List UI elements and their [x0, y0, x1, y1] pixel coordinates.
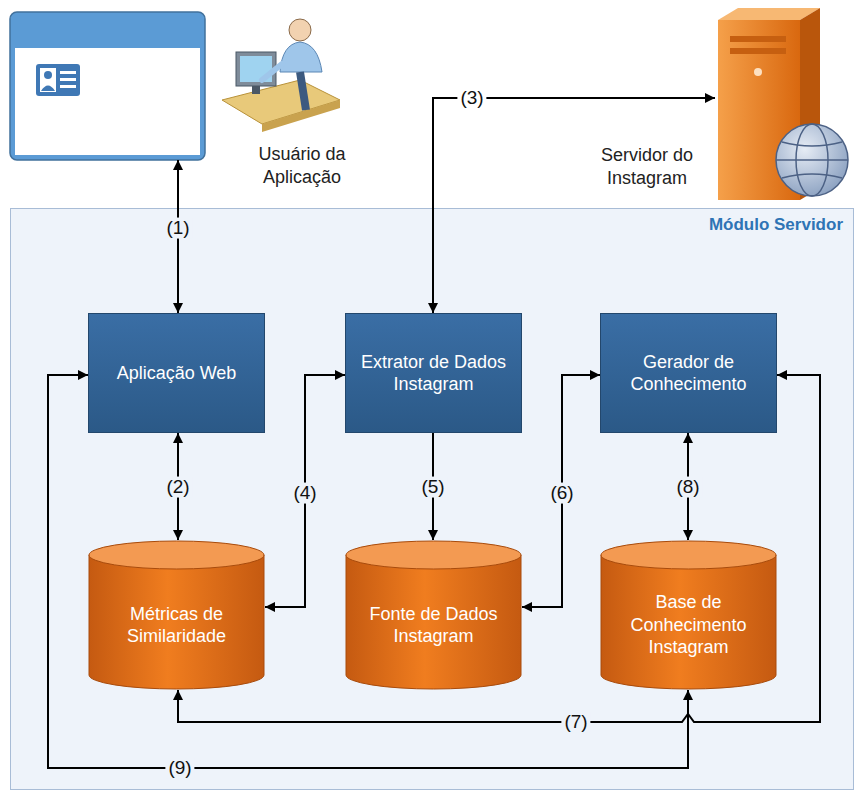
- connector-arrow: [265, 375, 345, 607]
- callout-number: (3): [457, 88, 486, 109]
- connector-arrow: [433, 98, 715, 313]
- callout-number: (9): [165, 758, 194, 779]
- node-label: Usuário da Aplicação: [232, 143, 372, 188]
- callout-number: (2): [163, 477, 192, 498]
- node-label: Servidor do Instagram: [583, 144, 711, 189]
- node-label: Base de Conhecimento Instagram: [610, 591, 767, 659]
- process-box: Aplicação Web: [88, 313, 265, 433]
- user-icon-node: Usuário da Aplicação: [10, 10, 380, 160]
- server-node: Servidor do Instagram: [715, 10, 840, 200]
- database-cylinder: Base de Conhecimento Instagram: [600, 540, 777, 690]
- connector-arrow: [178, 375, 820, 722]
- user-at-desk-icon: [222, 19, 340, 132]
- browser-window-icon: [10, 12, 205, 160]
- callout-number: (6): [547, 483, 576, 504]
- process-box: Extrator de Dados Instagram: [345, 313, 522, 433]
- callout-number: (5): [418, 477, 447, 498]
- node-label: Extrator de Dados Instagram: [354, 351, 513, 396]
- callout-number: (7): [561, 712, 590, 733]
- panel-title: Módulo Servidor: [709, 215, 843, 235]
- database-cylinder: Fonte de Dados Instagram: [345, 540, 522, 690]
- callout-number: (1): [163, 218, 192, 239]
- callout-number: (4): [290, 483, 319, 504]
- connector-arrow: [48, 375, 688, 768]
- process-box: Gerador de Conhecimento: [600, 313, 777, 433]
- node-label: Métricas de Similaridade: [98, 603, 255, 648]
- callout-number: (8): [673, 477, 702, 498]
- node-label: Fonte de Dados Instagram: [355, 603, 512, 648]
- database-cylinder: Métricas de Similaridade: [88, 540, 265, 690]
- node-label: Aplicação Web: [117, 362, 237, 385]
- node-label: Gerador de Conhecimento: [609, 351, 768, 396]
- connector-arrow: [522, 375, 600, 607]
- server-module-panel: Módulo ServidorAplicação Web Extrator de …: [10, 208, 854, 790]
- server-icon: [718, 8, 848, 200]
